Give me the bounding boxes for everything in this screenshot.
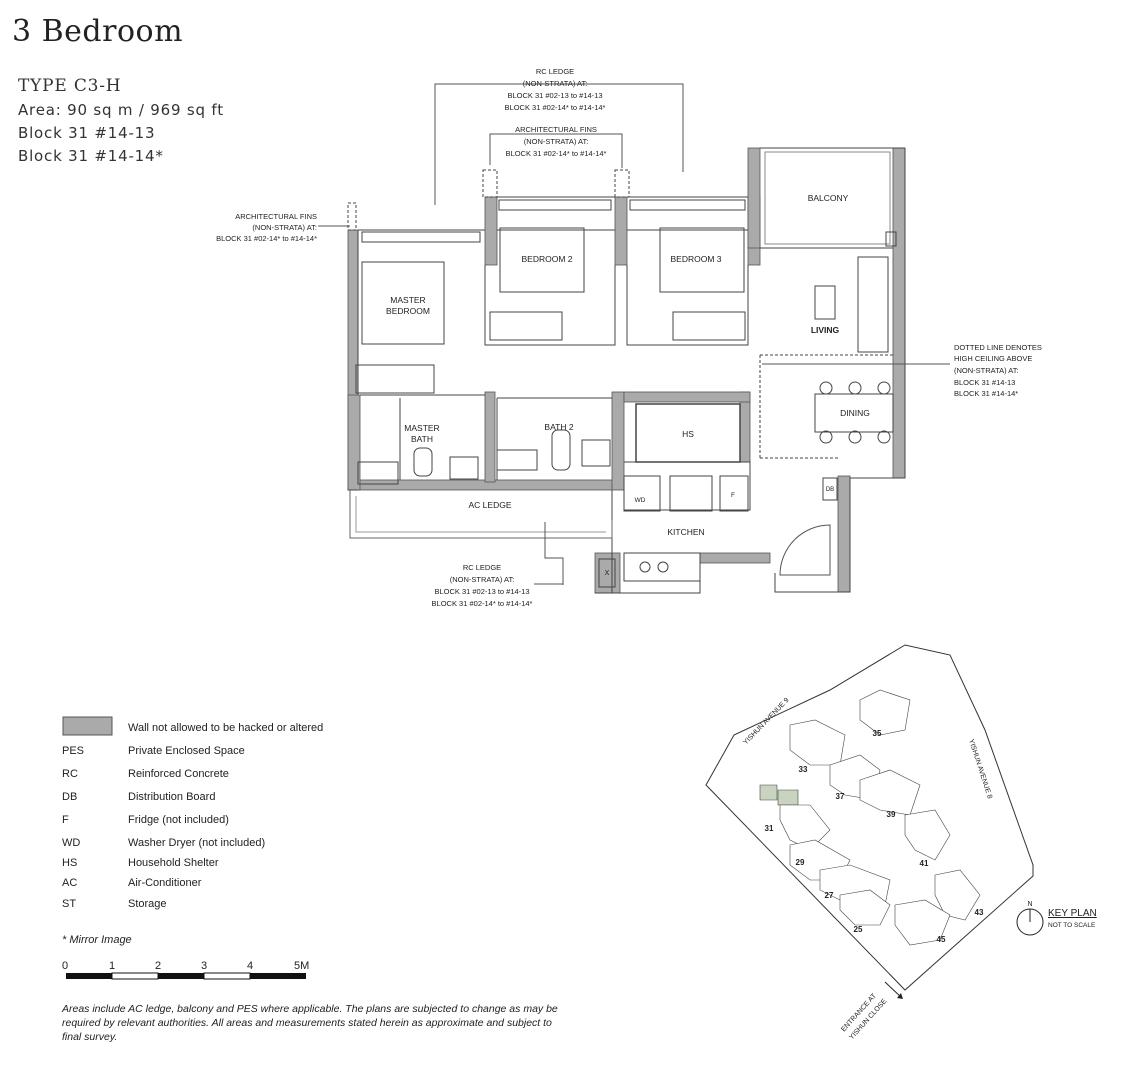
road-label-1: YISHUN AVENUE 9 <box>742 697 790 747</box>
room-bedroom-3: BEDROOM 3 <box>670 254 721 264</box>
annotation-rc-ledge-top: RC LEDGE (NON-STRATA) AT: BLOCK 31 #02-1… <box>505 67 606 112</box>
room-wd: WD <box>635 497 646 504</box>
room-db: DB <box>826 487 834 493</box>
scale-label: 3 <box>201 960 208 972</box>
annotation-arch-fins-top: ARCHITECTURAL FINS (NON-STRATA) AT: BLOC… <box>506 125 607 158</box>
highlight-block-31 <box>759 784 799 806</box>
svg-text:43: 43 <box>975 908 984 917</box>
room-bath-2: BATH 2 <box>544 422 573 432</box>
svg-text:25: 25 <box>854 925 863 934</box>
svg-text:27: 27 <box>825 891 834 900</box>
scale-label: 0 <box>62 960 69 972</box>
room-ac-ledge: AC LEDGE <box>469 500 512 510</box>
svg-text:41: 41 <box>920 859 929 868</box>
scale-label: 1 <box>109 960 116 972</box>
structural-walls <box>347 147 906 594</box>
building-blocks <box>779 689 981 946</box>
key-plan-title: KEY PLAN <box>1048 908 1097 919</box>
road-label-2: YISHUN AVENUE 8 <box>967 738 993 799</box>
room-hs: HS <box>682 429 694 439</box>
annotation-rc-ledge-bottom: RC LEDGE (NON-STRATA) AT: BLOCK 31 #02-1… <box>432 563 533 608</box>
svg-text:33: 33 <box>799 765 808 774</box>
room-living: LIVING <box>811 325 840 335</box>
svg-text:BLOCK 31 #02-14* to #14-14*: BLOCK 31 #02-14* to #14-14* <box>432 599 533 608</box>
svg-text:39: 39 <box>887 810 896 819</box>
svg-text:(NON-STRATA) AT:: (NON-STRATA) AT: <box>524 137 589 146</box>
room-kitchen: KITCHEN <box>667 527 704 537</box>
unit-block-1: Block 31 #14-13 <box>18 124 156 142</box>
svg-text:BLOCK 31 #02-13 to #14-13: BLOCK 31 #02-13 to #14-13 <box>507 91 602 100</box>
scale-bar <box>66 972 306 980</box>
room-store: X <box>605 570 610 577</box>
svg-text:(NON-STRATA) AT:: (NON-STRATA) AT: <box>523 79 588 88</box>
unit-block-2: Block 31 #14-14* <box>18 147 164 165</box>
footnote: Areas include AC ledge, balcony and PES … <box>62 1003 558 1043</box>
key-plan: 35 33 37 39 31 41 29 27 25 43 45 YISHUN … <box>705 644 1044 1041</box>
svg-text:RC LEDGE: RC LEDGE <box>536 67 574 76</box>
svg-text:35: 35 <box>873 729 882 738</box>
svg-text:HIGH CEILING ABOVE: HIGH CEILING ABOVE <box>954 354 1032 363</box>
svg-text:BLOCK 31 #14-14*: BLOCK 31 #14-14* <box>954 389 1018 398</box>
legend-swatch-label: Wall not allowed to be hacked or altered <box>128 722 324 734</box>
annotation-dotted-line: DOTTED LINE DENOTES HIGH CEILING ABOVE (… <box>954 343 1042 398</box>
svg-text:37: 37 <box>836 792 845 801</box>
svg-text:(NON-STRATA) AT:: (NON-STRATA) AT: <box>954 366 1019 375</box>
north-label: N <box>1027 901 1032 908</box>
scale-label: 2 <box>155 960 162 972</box>
legend-wall-swatch <box>62 716 113 736</box>
svg-text:45: 45 <box>937 935 946 944</box>
svg-text:(NON-STRATA) AT:: (NON-STRATA) AT: <box>252 223 317 232</box>
svg-text:29: 29 <box>796 858 805 867</box>
svg-text:ARCHITECTURAL FINS: ARCHITECTURAL FINS <box>515 125 597 134</box>
svg-text:BLOCK 31 #02-14* to #14-14*: BLOCK 31 #02-14* to #14-14* <box>506 149 607 158</box>
unit-type: TYPE C3-H <box>18 76 122 96</box>
room-bedroom-2: BEDROOM 2 <box>521 254 572 264</box>
scale-label: 4 <box>247 960 254 972</box>
annotation-arch-fins-left: ARCHITECTURAL FINS (NON-STRATA) AT: BLOC… <box>216 212 317 243</box>
key-plan-subtitle: NOT TO SCALE <box>1048 922 1096 929</box>
svg-text:BLOCK 31 #14-13: BLOCK 31 #14-13 <box>954 378 1015 387</box>
room-dining: DINING <box>840 408 870 418</box>
svg-text:BLOCK 31 #02-13 to #14-13: BLOCK 31 #02-13 to #14-13 <box>434 587 529 596</box>
page-title: 3 Bedroom <box>12 14 184 49</box>
mirror-note: * Mirror Image <box>62 934 132 946</box>
svg-text:BLOCK 31 #02-14* to #14-14*: BLOCK 31 #02-14* to #14-14* <box>505 103 606 112</box>
svg-text:31: 31 <box>765 824 774 833</box>
svg-text:RC LEDGE: RC LEDGE <box>463 563 501 572</box>
room-fridge: F <box>731 492 735 499</box>
unit-area: Area: 90 sq m / 969 sq ft <box>18 101 224 119</box>
svg-text:ARCHITECTURAL FINS: ARCHITECTURAL FINS <box>235 212 317 221</box>
svg-text:DOTTED LINE DENOTES: DOTTED LINE DENOTES <box>954 343 1042 352</box>
svg-text:(NON-STRATA) AT:: (NON-STRATA) AT: <box>450 575 515 584</box>
svg-text:BLOCK 31 #02-14* to #14-14*: BLOCK 31 #02-14* to #14-14* <box>216 234 317 243</box>
scale-label: 5M <box>294 960 310 972</box>
room-balcony: BALCONY <box>808 193 849 203</box>
